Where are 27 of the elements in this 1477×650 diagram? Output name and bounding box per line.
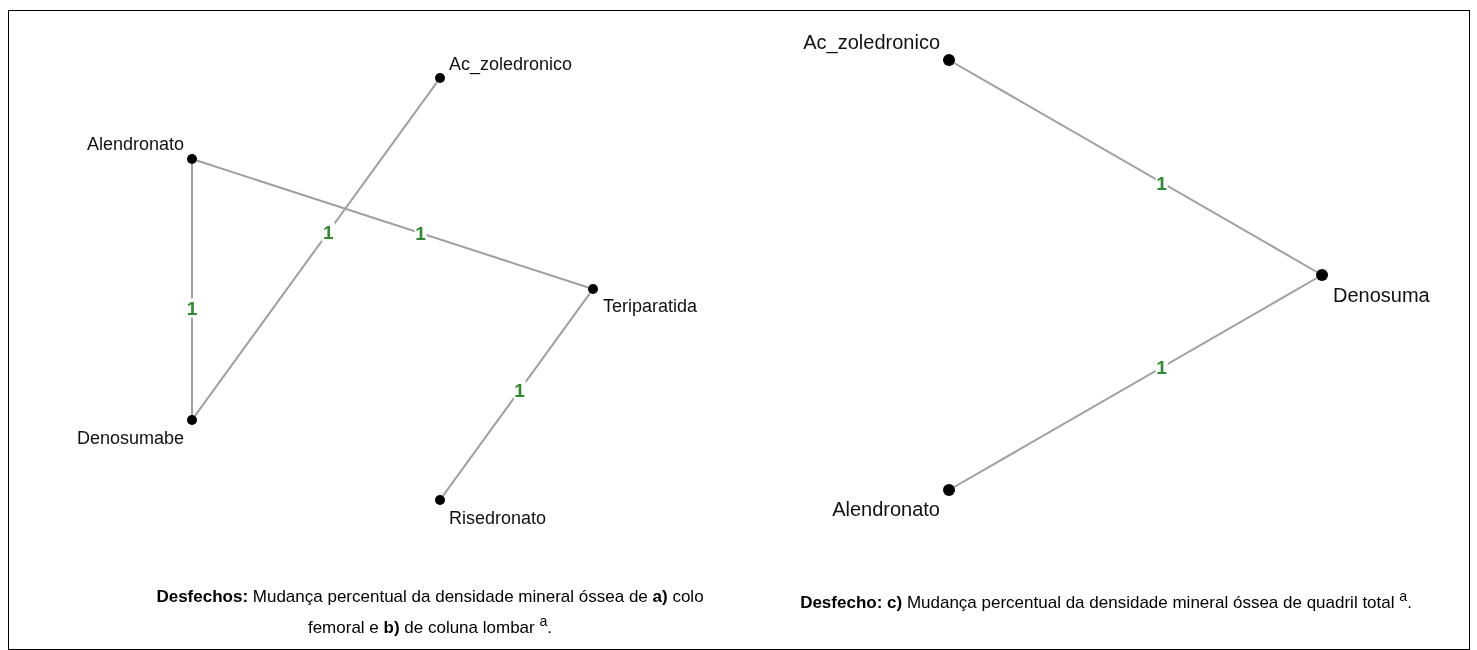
caption-text: Desfecho: c) Mudança percentual da densidade mineral óssea de quadril total $^{a}$.: [799, 587, 1413, 614]
node-dot: [187, 415, 197, 425]
caption-text: Desfechos: Mudança percentual da densidade mineral óssea de a) colo femoral e b) de coluna lombar $^{a}$.: [155, 586, 705, 639]
node-dot: [588, 284, 598, 294]
node-dot: [943, 54, 955, 66]
node-dot: [435, 73, 445, 83]
edge-label: 1: [513, 380, 526, 400]
node-dot: [435, 495, 445, 505]
connector-line: [953, 62, 1318, 273]
node-label: Denosumabe: [76, 429, 184, 447]
connector-line: [953, 277, 1318, 488]
node-label: Alendronato: [86, 135, 184, 153]
connector-line: [191, 163, 193, 416]
node-label: Alendronato: [832, 499, 940, 519]
connector-line: [195, 159, 590, 289]
node-label: Denosuma: [1333, 285, 1430, 305]
edge-label: 1: [185, 298, 199, 318]
node-label: Risedronato: [449, 509, 547, 527]
connector-line: [193, 81, 439, 417]
connector-line: [441, 292, 592, 497]
edge-label: 1: [322, 222, 335, 242]
node-label: Ac_zoledronico: [803, 32, 940, 52]
node-dot: [943, 484, 955, 496]
node-dot: [187, 154, 197, 164]
node-dot: [1316, 269, 1328, 281]
node-label: Teriparatida: [603, 297, 698, 315]
node-label: Ac_zoledronico: [449, 55, 573, 73]
